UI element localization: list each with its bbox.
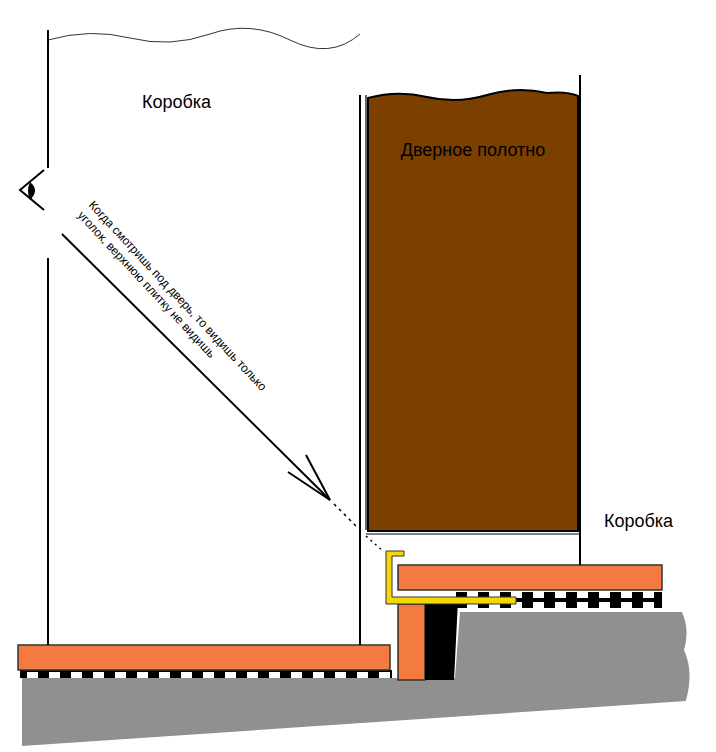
frame-label: Коробка [142,92,211,114]
upper-tile [398,565,662,590]
frame-line [359,95,361,645]
sight-arrow [62,234,384,552]
riser-adhesive [425,600,458,680]
frame-line [365,95,366,530]
frame-label: Коробка [604,511,673,533]
frame-line [47,30,49,168]
door-leaf: Дверное полотно [367,88,579,532]
eye-symbol [20,170,44,210]
riser-tile [398,604,425,680]
door-title: Дверное полотно [373,140,573,162]
corner-profile [386,551,516,604]
concrete-floor [22,612,690,745]
frame-line [47,258,49,645]
frame-line [366,534,580,535]
floor-tile [18,645,390,670]
floor-edge [22,700,686,745]
break-line [48,28,360,48]
adhesive-layer [20,670,392,678]
frame-line [579,75,581,565]
sight-note: Когда смотришь под дверь, то видишь толь… [74,198,295,432]
